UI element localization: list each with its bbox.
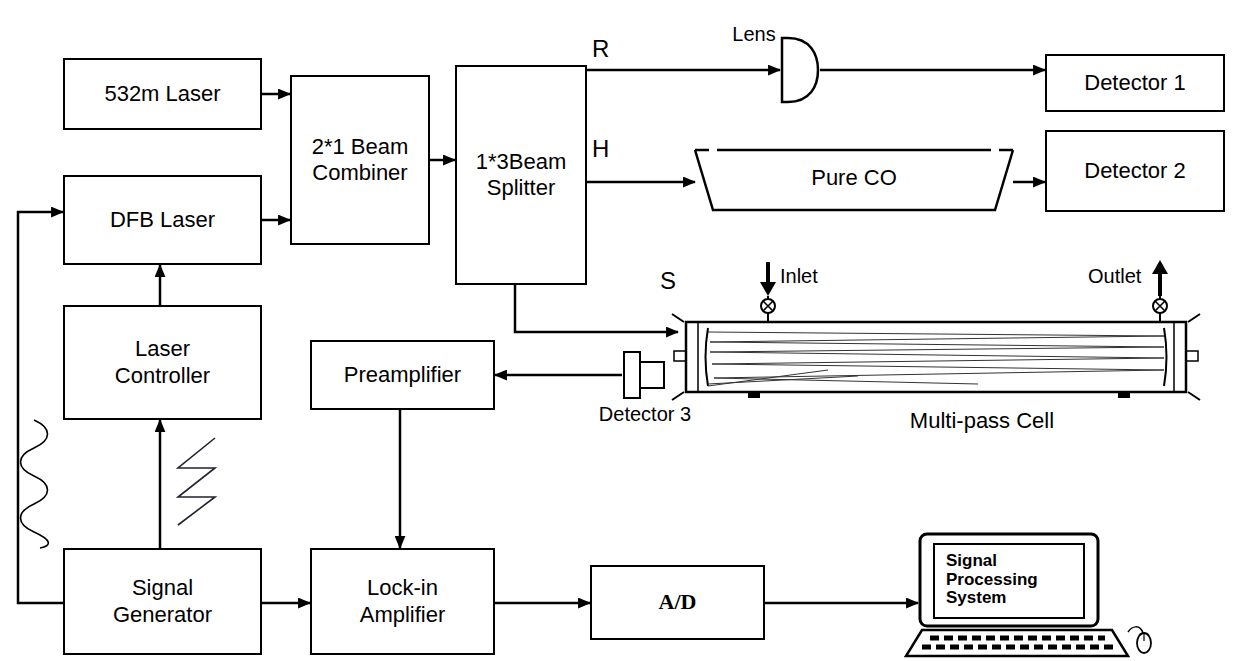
splitter-box: 1*3Beam Splitter	[455, 65, 587, 285]
lockin-box: Lock-in Amplifier	[310, 548, 495, 655]
port-label: Outlet	[1086, 265, 1143, 287]
beam-connector	[262, 602, 310, 605]
gas-cell-tube: Pure CO	[695, 148, 1013, 212]
multipass-cell: Multi-pass Cell	[678, 314, 1194, 402]
node-label: Lock-in Amplifier	[338, 575, 468, 628]
node-label: Multi-pass Cell	[910, 408, 1054, 434]
detector-box: Detector 1	[1045, 54, 1225, 112]
keyboard	[906, 630, 1128, 656]
detector-symbol-outline	[622, 352, 668, 398]
beam-connector	[262, 93, 290, 96]
laser-box: 532m Laser	[63, 58, 262, 130]
detector-box: Detector 2	[1045, 130, 1225, 212]
tube-outline	[695, 150, 1013, 210]
sine-waveform	[21, 420, 49, 548]
node-label: 1*3Beam Splitter	[457, 149, 585, 202]
lens-symbol-outline	[780, 36, 820, 104]
beam-connector	[262, 219, 290, 222]
node-label: Laser Controller	[98, 336, 228, 389]
beam-label: S	[658, 268, 678, 294]
node-label: Lens	[732, 22, 775, 46]
inlet-valve-cross	[763, 301, 773, 311]
lens-outline	[782, 38, 818, 102]
node-label: DFB Laser	[110, 207, 215, 233]
outlet-arrow	[1158, 272, 1162, 296]
inlet-arrow	[766, 262, 770, 284]
multipass-cell-outline	[678, 314, 1194, 402]
beam-connector	[587, 69, 780, 72]
combiner-box: 2*1 Beam Combiner	[290, 75, 430, 245]
cell-drawing	[672, 314, 1200, 400]
node-label: Preamplifier	[344, 362, 461, 388]
controller-box: Laser Controller	[63, 305, 262, 420]
monitor-screen	[934, 544, 1084, 618]
node-label: Detector 2	[1084, 158, 1186, 184]
mouse	[1137, 633, 1151, 653]
node-label: Signal Generator	[98, 575, 228, 628]
detector-head	[640, 362, 664, 388]
detector-symbol: Detector 3	[622, 352, 668, 398]
converter-box: A/D	[590, 565, 765, 640]
beam-connector	[399, 410, 402, 548]
beam-connector	[495, 602, 590, 605]
mouse-cord	[1128, 627, 1143, 633]
monitor-frame	[920, 534, 1098, 626]
keyboard-keys	[922, 645, 1113, 650]
beam-connector	[1013, 181, 1045, 184]
node-label: Signal Processing System	[946, 552, 1050, 608]
tube-fill	[695, 150, 1013, 210]
beam-connector	[159, 265, 162, 305]
amplifier-box: Preamplifier	[310, 340, 495, 410]
beam-label: R	[590, 36, 611, 62]
node-label: A/D	[659, 589, 697, 615]
beam-connector	[765, 602, 918, 605]
node-label: 532m Laser	[104, 81, 220, 107]
outlet-arrowhead	[1152, 260, 1168, 274]
beam-connector	[820, 69, 1045, 72]
port-label: Inlet	[778, 265, 820, 287]
lens-symbol: Lens	[780, 36, 820, 104]
laser-box: DFB Laser	[63, 175, 262, 265]
node-label: Detector 1	[1084, 70, 1186, 96]
node-label: Pure CO	[811, 165, 897, 191]
beam-connector	[495, 374, 622, 377]
beam-connector	[18, 212, 63, 603]
detector-body	[624, 352, 640, 398]
node-label: 2*1 Beam Combiner	[292, 134, 428, 187]
outlet-valve-cross	[1155, 301, 1165, 311]
beam-connector	[587, 181, 695, 184]
node-label: Detector 3	[599, 402, 691, 426]
beam-connector	[515, 285, 678, 332]
beam-connector	[159, 420, 162, 548]
mouse-button	[1143, 634, 1144, 641]
inlet-valve	[761, 299, 775, 313]
keyboard-keys	[930, 636, 1105, 641]
sawtooth-waveform	[178, 438, 215, 525]
computer-monitor: Signal Processing System	[918, 532, 1100, 628]
generator-box: Signal Generator	[63, 548, 262, 655]
beam-connector	[430, 159, 455, 162]
beam-label: H	[590, 136, 611, 162]
inlet-arrowhead	[760, 282, 776, 296]
outlet-valve	[1153, 299, 1167, 313]
